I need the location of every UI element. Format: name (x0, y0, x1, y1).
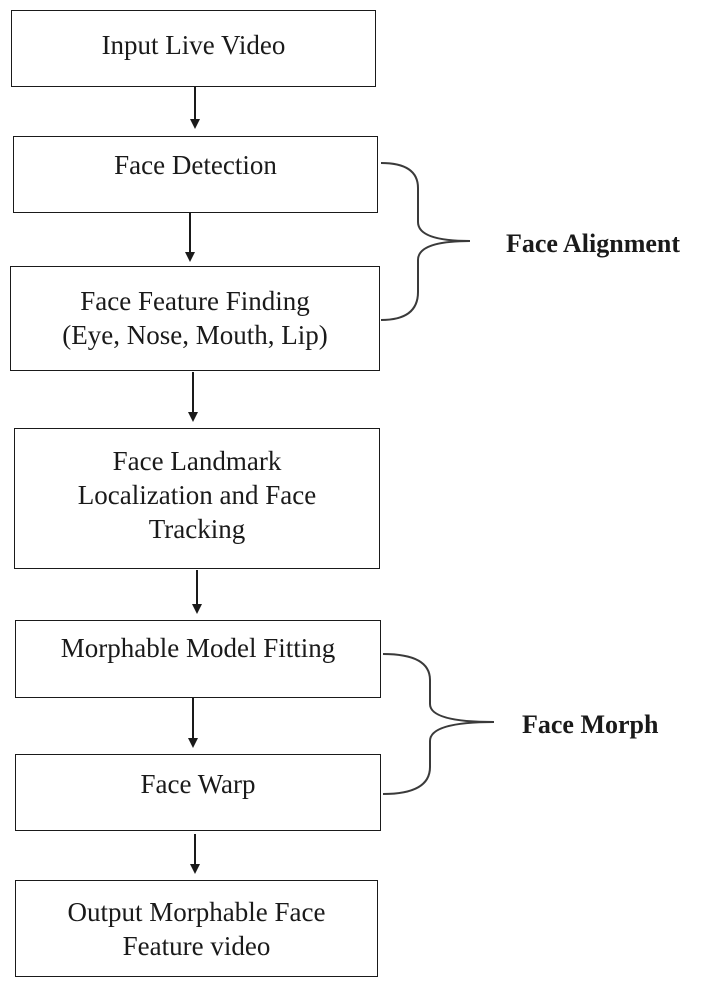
face-feature-finding-box: Face Feature Finding (Eye, Nose, Mouth, … (10, 266, 380, 371)
face-alignment-brace (380, 162, 471, 321)
step-label: Feature video (122, 931, 271, 961)
step-label: Output Morphable Face (67, 897, 326, 927)
face-warp-box: Face Warp (15, 754, 381, 831)
step-label: Face Landmark (112, 446, 282, 476)
step-label: Input Live Video (101, 30, 286, 60)
step-label: Localization and Face (77, 480, 317, 510)
step-label: Face Detection (114, 150, 277, 180)
face-detection-box: Face Detection (13, 136, 378, 213)
step-label: (Eye, Nose, Mouth, Lip) (62, 320, 328, 350)
face-morph-brace (382, 653, 495, 795)
output-morphable-face-box: Output Morphable Face Feature video (15, 880, 378, 977)
morphable-model-fitting-box: Morphable Model Fitting (15, 620, 381, 698)
input-live-video-box: Input Live Video (11, 10, 376, 87)
face-morph-label: Face Morph (522, 710, 659, 739)
face-alignment-label: Face Alignment (506, 229, 681, 258)
step-label: Tracking (148, 514, 246, 544)
face-landmark-localization-box: Face Landmark Localization and Face Trac… (14, 428, 380, 569)
step-label: Morphable Model Fitting (60, 633, 336, 663)
step-label: Face Warp (140, 769, 256, 799)
step-label: Face Feature Finding (80, 286, 310, 316)
